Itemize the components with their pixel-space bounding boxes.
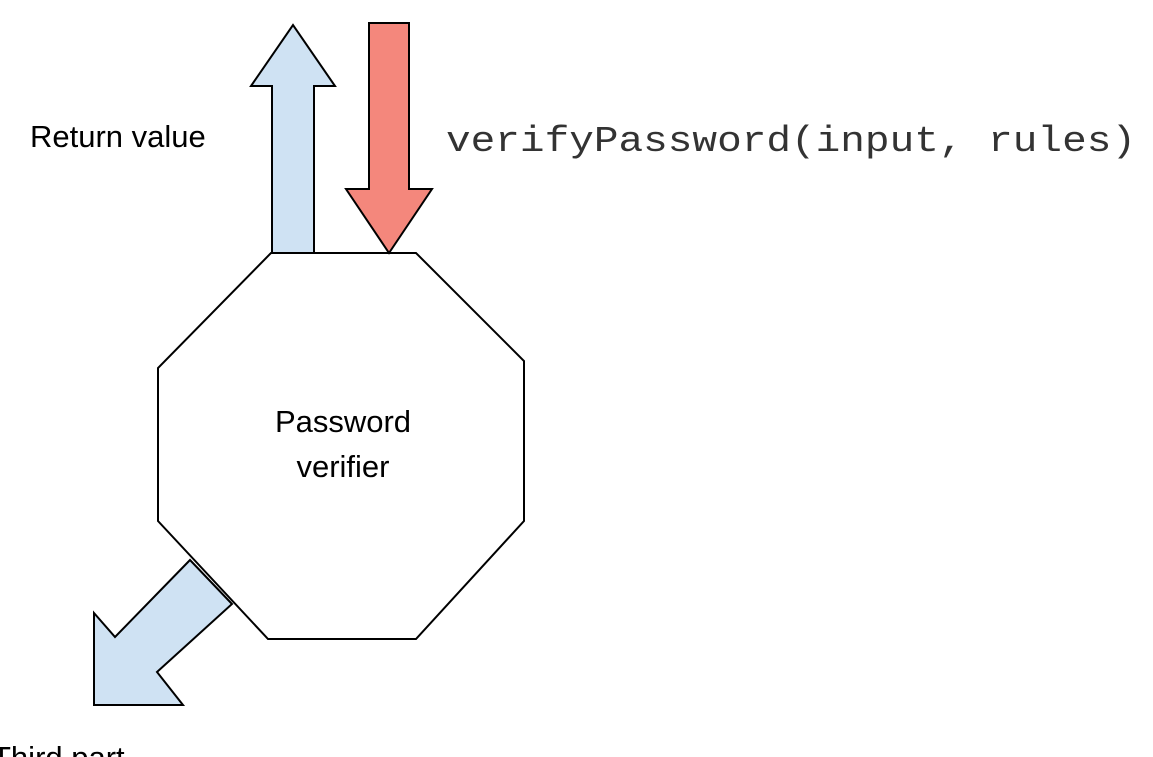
third-party-arrow [93,558,234,706]
verifier-label-line1: Password [275,404,411,439]
call-arrow [344,22,434,255]
return-value-arrow [249,23,337,254]
verifier-label-line2: verifier [296,449,389,484]
third-party-label: Third part [0,740,125,757]
call-label: verifyPassword(input, rules) [446,121,1136,162]
verifier-node-shape [157,252,525,640]
return-value-label: Return value [30,119,206,154]
